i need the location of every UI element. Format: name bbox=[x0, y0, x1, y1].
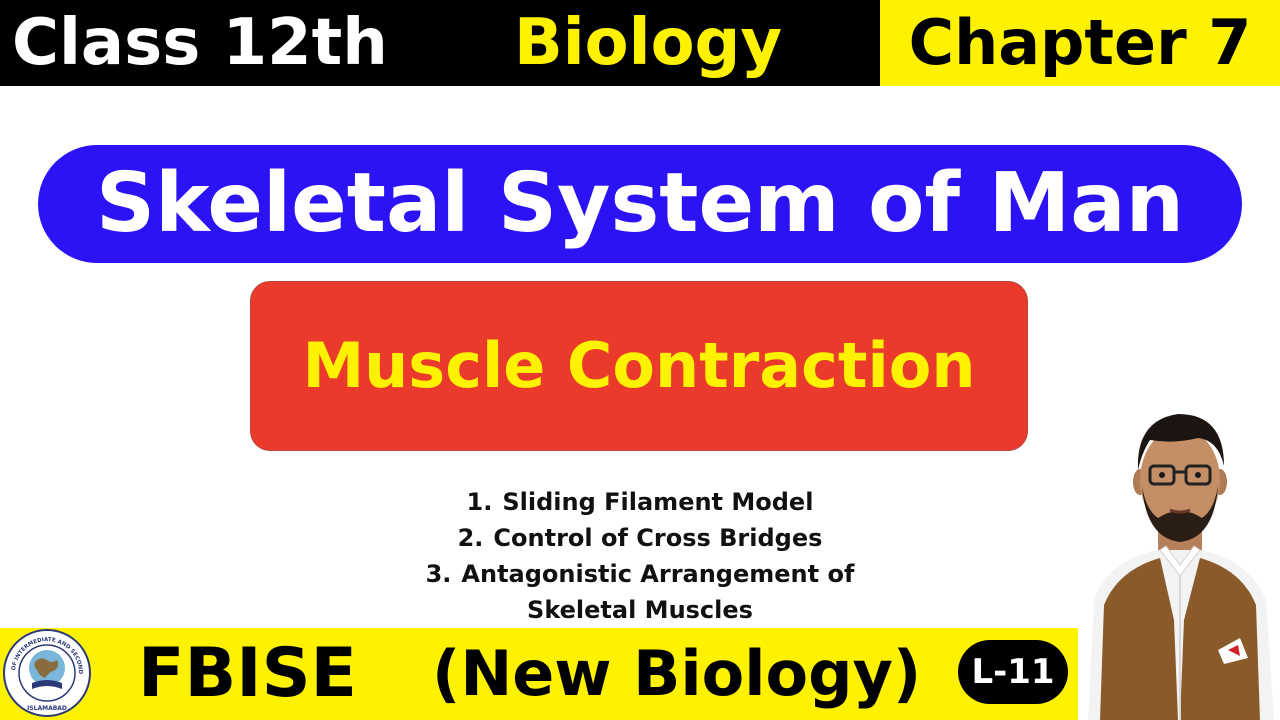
fbise-logo-icon: FEDERAL BOARD OF INTERMEDIATE AND SECOND… bbox=[2, 628, 91, 717]
topic-item: 2. Control of Cross Bridges bbox=[390, 520, 890, 556]
topic-text: Antagonistic Arrangement of bbox=[461, 560, 855, 588]
page-title: Skeletal System of Man bbox=[38, 145, 1242, 263]
lecture-badge: L-11 bbox=[958, 640, 1068, 704]
topic-item: 1. Sliding Filament Model bbox=[390, 484, 890, 520]
class-label: Class 12th bbox=[12, 6, 388, 80]
topic-number: 2. bbox=[457, 524, 484, 552]
presenter-photo bbox=[1088, 414, 1274, 720]
edition-label: (New Biology) bbox=[432, 637, 922, 710]
lesson-subtitle: Muscle Contraction bbox=[250, 281, 1028, 451]
topic-text: Sliding Filament Model bbox=[502, 488, 814, 516]
topic-continuation: Skeletal Muscles bbox=[390, 592, 890, 628]
subject-label: Biology bbox=[513, 6, 783, 80]
topic-item: 3. Antagonistic Arrangement of bbox=[390, 556, 890, 592]
topic-text-continued: Skeletal Muscles bbox=[527, 596, 753, 624]
chapter-badge: Chapter 7 bbox=[880, 0, 1280, 86]
topic-list: 1. Sliding Filament Model 2. Control of Cr… bbox=[390, 484, 890, 628]
logo-city: ISLAMABAD bbox=[27, 705, 67, 712]
footer-bar bbox=[0, 628, 1078, 720]
topic-number: 1. bbox=[466, 488, 493, 516]
topic-text: Control of Cross Bridges bbox=[493, 524, 823, 552]
topic-number: 3. bbox=[425, 560, 452, 588]
board-label: FBISE bbox=[138, 634, 358, 713]
chapter-label: Chapter 7 bbox=[908, 6, 1252, 79]
